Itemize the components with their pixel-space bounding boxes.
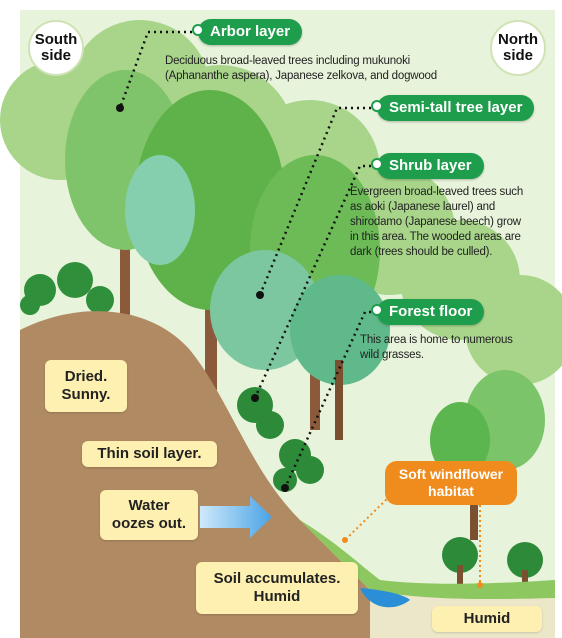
shrub-desc-line: Evergreen broad-leaved trees such (350, 185, 550, 200)
dried-line: Dried. (65, 368, 108, 386)
shrub-desc-line: as aoki (Japanese laurel) and (350, 200, 550, 215)
pill-dot-icon (371, 304, 383, 316)
arbor-desc-line: (Aphananthe aspera), Japanese zelkova, a… (165, 69, 505, 84)
arbor-layer-title: Arbor layer (210, 23, 290, 40)
thin-soil-text: Thin soil layer. (97, 445, 201, 463)
south-line-2: side (41, 48, 71, 64)
arbor-desc-line: Deciduous broad-leaved trees including m… (165, 54, 505, 69)
dried-sunny-label: Dried. Sunny. (45, 360, 127, 412)
forest-floor-desc-line: wild grasses. (360, 348, 550, 363)
semi-tall-layer-pill: Semi-tall tree layer (377, 95, 534, 121)
shrub-layer-pill: Shrub layer (377, 153, 484, 179)
pill-dot-icon (192, 24, 204, 36)
forest-floor-pill: Forest floor (377, 299, 484, 325)
arbor-layer-pill: Arbor layer (198, 19, 302, 45)
pill-dot-icon (371, 100, 383, 112)
soil-accumulates-label: Soil accumulates. Humid (196, 562, 358, 614)
oozes-line: oozes out. (112, 515, 186, 533)
windflower-habitat-label: Soft windflower habitat (385, 461, 517, 505)
humid-text: Humid (464, 610, 511, 628)
humid-label: Humid (432, 606, 542, 632)
pill-dot-icon (371, 158, 383, 170)
forest-floor-desc: This area is home to numerous wild grass… (360, 333, 550, 363)
forest-floor-desc-line: This area is home to numerous (360, 333, 550, 348)
north-line-1: North (498, 32, 538, 48)
windflower-line: Soft windflower (399, 466, 503, 483)
shrub-layer-desc: Evergreen broad-leaved trees such as aok… (350, 185, 550, 260)
sunny-line: Sunny. (62, 386, 111, 404)
thin-soil-label: Thin soil layer. (82, 441, 217, 467)
semi-tall-layer-title: Semi-tall tree layer (389, 99, 522, 116)
humid-line: Humid (254, 588, 301, 606)
water-oozes-label: Water oozes out. (100, 490, 198, 540)
shrub-desc-line: dark (trees should be culled). (350, 245, 550, 260)
habitat-line: habitat (428, 483, 474, 500)
south-side-badge: South side (28, 20, 84, 76)
north-line-2: side (503, 48, 533, 64)
south-line-1: South (35, 32, 78, 48)
soil-acc-line: Soil accumulates. (214, 570, 341, 588)
water-line: Water (128, 497, 169, 515)
shrub-layer-title: Shrub layer (389, 157, 472, 174)
shrub-desc-line: shirodamo (Japanese beech) grow (350, 215, 550, 230)
shrub-desc-line: in this area. The wooded areas are (350, 230, 550, 245)
arbor-layer-desc: Deciduous broad-leaved trees including m… (165, 54, 505, 84)
forest-floor-title: Forest floor (389, 303, 472, 320)
